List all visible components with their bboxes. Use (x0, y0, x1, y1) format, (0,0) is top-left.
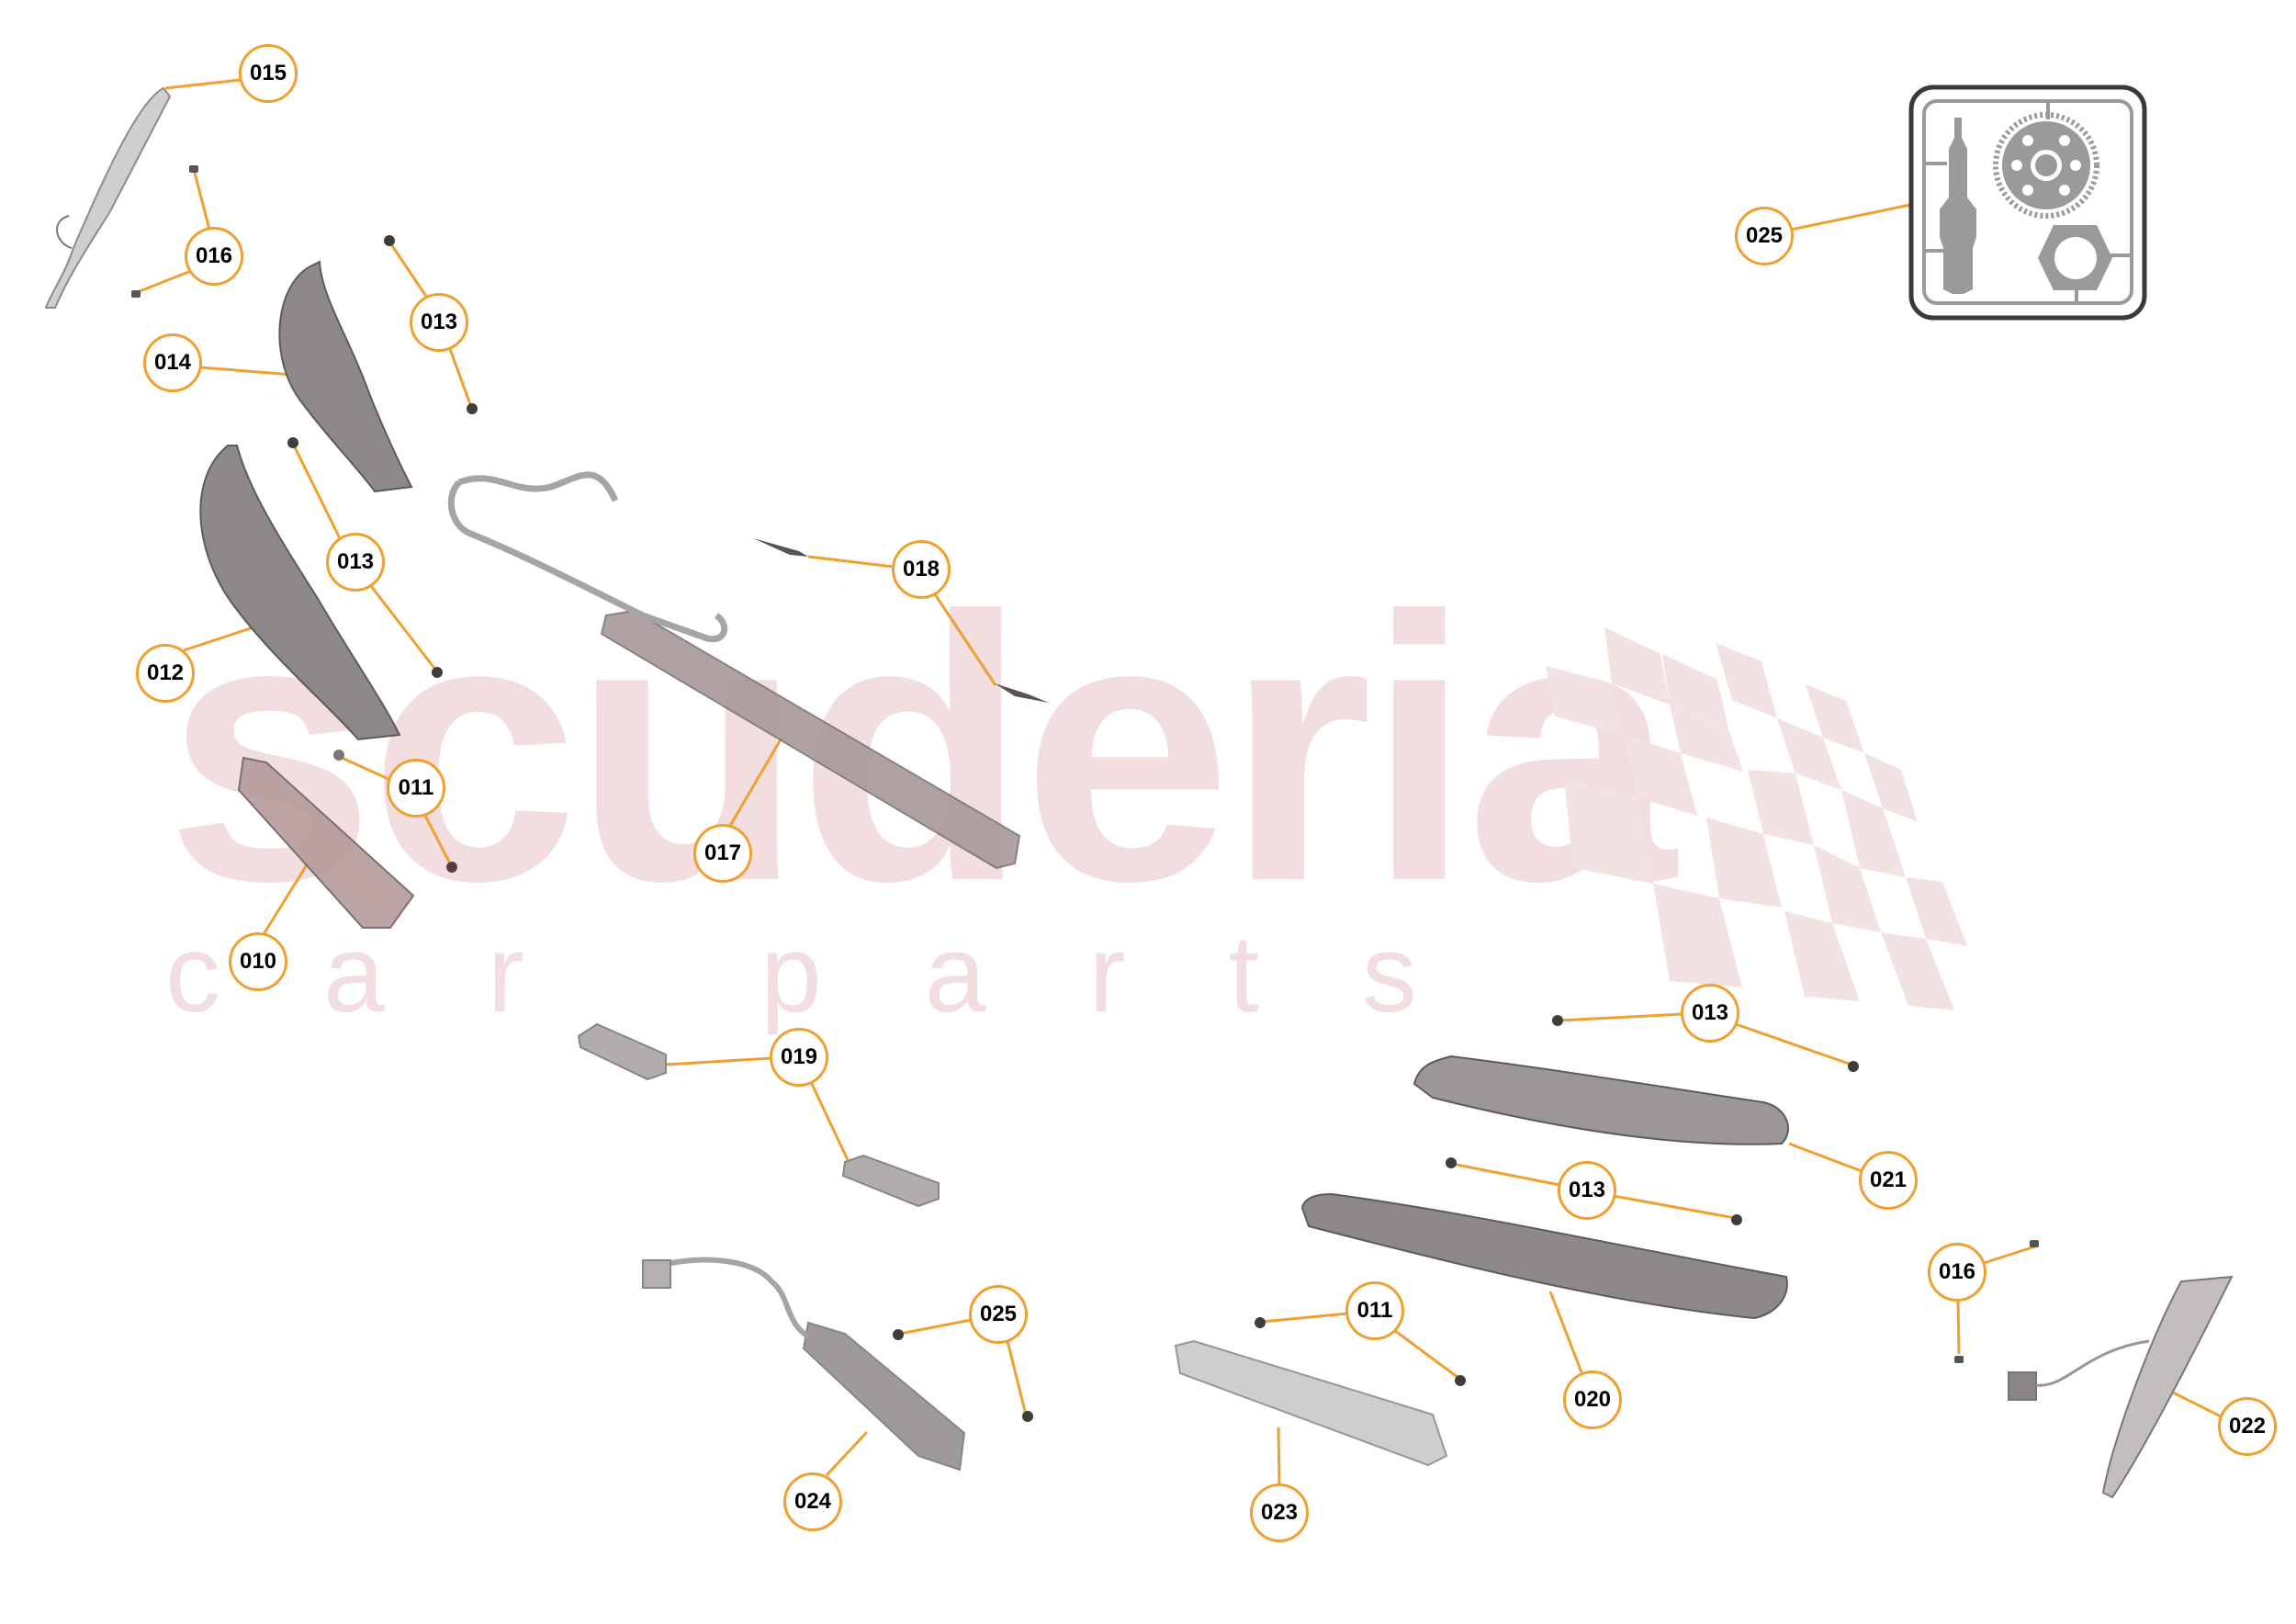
callout-011[interactable]: 011 (1345, 1281, 1404, 1340)
callout-023[interactable]: 023 (1250, 1483, 1309, 1542)
spare-parts-kit-icon (1908, 85, 2147, 321)
callout-013[interactable]: 013 (410, 293, 468, 352)
callout-013[interactable]: 013 (326, 533, 385, 592)
part-010-reflector (237, 756, 415, 929)
callout-013[interactable]: 013 (1558, 1161, 1616, 1220)
part-020-indicator-lamp (1300, 1192, 1788, 1320)
part-012-tail-lamp (199, 445, 401, 741)
part-022-side-marker (2008, 1275, 2234, 1499)
callout-025[interactable]: 025 (969, 1285, 1028, 1344)
callout-011[interactable]: 011 (387, 759, 445, 818)
part-015-side-marker (44, 86, 172, 309)
callout-025[interactable]: 025 (1735, 207, 1794, 265)
part-021-indicator-lamp (1412, 1054, 1790, 1145)
callout-018[interactable]: 018 (892, 540, 951, 599)
callout-022[interactable]: 022 (2218, 1397, 2277, 1456)
part-023-reflector (1174, 1339, 1448, 1467)
callout-014[interactable]: 014 (143, 333, 202, 392)
watermark-brand: scuderia (165, 538, 1675, 959)
callout-017[interactable]: 017 (693, 824, 752, 883)
part-017-brake-lamp (447, 471, 1021, 870)
part-nuts (287, 235, 1859, 1422)
callout-016[interactable]: 016 (1928, 1243, 1986, 1302)
part-024-reverse-lamp (642, 1257, 966, 1472)
leader-lines (134, 78, 2222, 1486)
callout-016[interactable]: 016 (185, 227, 243, 286)
part-019-license-lamp (577, 1022, 940, 1208)
callout-015[interactable]: 015 (239, 44, 298, 103)
callout-020[interactable]: 020 (1563, 1370, 1622, 1429)
callout-019[interactable]: 019 (770, 1028, 828, 1087)
watermark-tagline: car parts (165, 912, 1520, 1035)
part-016-screws (131, 165, 2039, 1363)
callout-010[interactable]: 010 (229, 932, 287, 991)
callout-021[interactable]: 021 (1859, 1151, 1918, 1210)
part-018-gasket (753, 538, 1049, 703)
callout-013[interactable]: 013 (1681, 984, 1739, 1043)
callout-024[interactable]: 024 (783, 1472, 842, 1531)
callout-012[interactable]: 012 (136, 644, 195, 703)
part-014-tail-lamp (278, 260, 413, 493)
